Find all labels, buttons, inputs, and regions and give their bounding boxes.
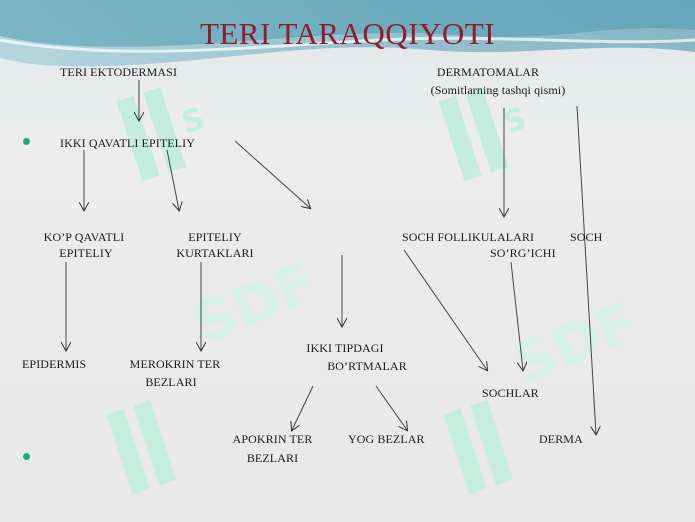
arrow-to-bortmalar (234, 140, 310, 208)
node-dermatomalar-title: DERMATOMALAR (436, 65, 540, 79)
node-ikki-qavatli-epiteliy: IKKI QAVATLI EPITELIY (60, 136, 195, 150)
node-sochlar: SOCHLAR (482, 386, 539, 400)
node-merokrin-ter-bezlari: MEROKRIN TER BEZLARI (115, 356, 235, 390)
node-dermatomalar-subtitle: (Somitlarning tashqi qismi) (430, 83, 566, 97)
header-swoosh (0, 0, 695, 67)
node-sorgichi: SO’RG’ICHI (490, 246, 556, 260)
node-derma: DERMA (539, 432, 583, 446)
arrow-to-apokrin (292, 385, 314, 430)
node-apokrin-line1: APOKRIN TER (232, 432, 313, 446)
node-merokrin-line1: MEROKRIN TER (129, 357, 221, 371)
node-kop-qavatli-line2: EPITELIY (59, 246, 113, 260)
round-bullet-icon (23, 453, 30, 460)
arrow-follikula-to-sochlar (403, 249, 487, 370)
node-merokrin-line2: BEZLARI (145, 375, 197, 389)
sdf-watermark: SDF (505, 290, 645, 380)
slide-title: TERI TARAQQIYOTI (199, 16, 496, 51)
node-epidermis: EPIDERMIS (22, 357, 87, 371)
dollar-logo-watermark (106, 400, 177, 495)
node-soch-follikulalari: SOCH FOLLIKULALARI (402, 230, 535, 244)
node-apokrin-line2: BEZLARI (246, 451, 299, 465)
node-dermatomalar: DERMATOMALAR (Somitlarning tashqi qismi) (400, 64, 600, 98)
node-ikki-tipdagi-line1: IKKI TIPDAGI (306, 341, 384, 355)
arrow-sorgichi-to-sochlar (510, 261, 523, 370)
arrow-to-epiteliy-kurtaklari (166, 149, 179, 210)
sdf-watermark: SDF (185, 250, 325, 340)
arrow-to-yog-bezlar (375, 385, 407, 430)
node-yog-bezlar: YOG BEZLAR (348, 432, 425, 446)
node-teri-ektodermasi: TERI EKTODERMASI (60, 65, 178, 79)
node-apokrin-ter-bezlari: APOKRIN TER BEZLARI (215, 431, 330, 466)
round-bullet-icon (23, 138, 30, 145)
node-ikki-tipdagi-line2: BO’RTMALAR (327, 359, 407, 373)
node-kop-qavatli-epiteliy: KO’P QAVATLI EPITELIY (24, 229, 144, 261)
node-ikki-tipdagi-bortmalar: IKKI TIPDAGI BO’RTMALAR (300, 340, 410, 374)
node-epiteliy-kurt-line1: EPITELIY (188, 230, 242, 244)
dollar-logo-watermark: S (438, 87, 531, 182)
arrow-dermatomalar-to-derma (576, 105, 596, 434)
node-kop-qavatli-line1: KO’P QAVATLI (43, 230, 125, 244)
node-soch: SOCH (570, 230, 603, 244)
node-epiteliy-kurtaklari: EPITELIY KURTAKLARI (160, 229, 270, 261)
dollar-logo-watermark (443, 400, 514, 495)
node-epiteliy-kurt-line2: KURTAKLARI (176, 246, 254, 260)
